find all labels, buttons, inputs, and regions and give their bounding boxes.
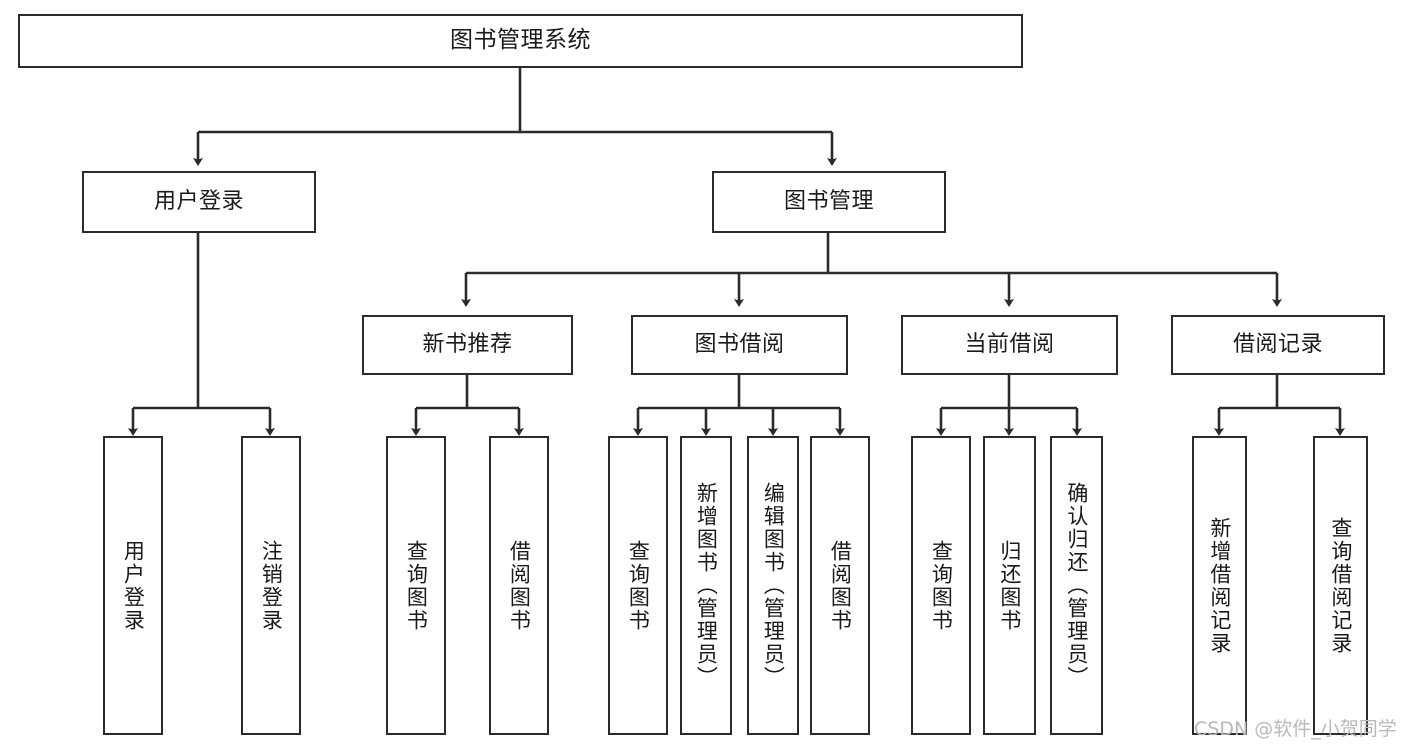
node-current-borrow[interactable]: 当前借阅 — [901, 315, 1118, 375]
watermark-text: CSDN @软件_小贺同学 — [1194, 718, 1397, 740]
node-leaf-add-book[interactable]: 新增图书（管理员） — [680, 436, 732, 735]
node-leaf-borrow-book-2[interactable]: 借阅图书 — [810, 436, 870, 735]
node-leaf-query-book-2[interactable]: 查询图书 — [608, 436, 668, 735]
node-new-book-recommend-label: 新书推荐 — [422, 332, 513, 358]
node-root-label: 图书管理系统 — [450, 27, 591, 54]
node-leaf-query-book-3[interactable]: 查询图书 — [911, 436, 971, 735]
node-book-borrow[interactable]: 图书借阅 — [631, 315, 848, 375]
node-leaf-borrow-book-1[interactable]: 借阅图书 — [489, 436, 549, 735]
node-leaf-query-book-3-label: 查询图书 — [929, 539, 954, 632]
node-leaf-confirm-return-label: 确认归还（管理员） — [1064, 482, 1089, 689]
node-leaf-confirm-return[interactable]: 确认归还（管理员） — [1050, 436, 1103, 735]
node-leaf-query-book-1-label: 查询图书 — [404, 539, 429, 632]
node-book-manage-label: 图书管理 — [783, 189, 874, 215]
node-borrow-record[interactable]: 借阅记录 — [1171, 315, 1385, 375]
node-new-book-recommend[interactable]: 新书推荐 — [362, 315, 573, 375]
node-leaf-query-record-label: 查询借阅记录 — [1328, 516, 1353, 655]
node-leaf-add-book-label: 新增图书（管理员） — [694, 482, 719, 689]
node-current-borrow-label: 当前借阅 — [964, 332, 1055, 358]
node-leaf-user-login-label: 用户登录 — [121, 539, 146, 632]
node-root[interactable]: 图书管理系统 — [18, 14, 1023, 68]
node-borrow-record-label: 借阅记录 — [1232, 332, 1323, 358]
node-leaf-borrow-book-2-label: 借阅图书 — [828, 539, 853, 632]
node-leaf-user-login[interactable]: 用户登录 — [103, 436, 163, 735]
node-leaf-query-book-2-label: 查询图书 — [626, 539, 651, 632]
node-leaf-logout-label: 注销登录 — [259, 539, 284, 632]
node-leaf-query-book-1[interactable]: 查询图书 — [386, 436, 446, 735]
node-leaf-return-book-label: 归还图书 — [997, 539, 1022, 632]
node-leaf-add-record[interactable]: 新增借阅记录 — [1192, 436, 1247, 735]
node-leaf-add-record-label: 新增借阅记录 — [1207, 516, 1232, 655]
node-leaf-edit-book[interactable]: 编辑图书（管理员） — [747, 436, 799, 735]
node-book-borrow-label: 图书借阅 — [694, 332, 785, 358]
node-leaf-borrow-book-1-label: 借阅图书 — [507, 539, 532, 632]
node-leaf-query-record[interactable]: 查询借阅记录 — [1313, 436, 1368, 735]
node-leaf-logout[interactable]: 注销登录 — [241, 436, 301, 735]
node-leaf-return-book[interactable]: 归还图书 — [983, 436, 1036, 735]
node-user-login-label: 用户登录 — [153, 189, 244, 215]
node-book-manage[interactable]: 图书管理 — [712, 171, 946, 233]
node-leaf-edit-book-label: 编辑图书（管理员） — [761, 482, 786, 689]
node-user-login[interactable]: 用户登录 — [82, 171, 316, 233]
